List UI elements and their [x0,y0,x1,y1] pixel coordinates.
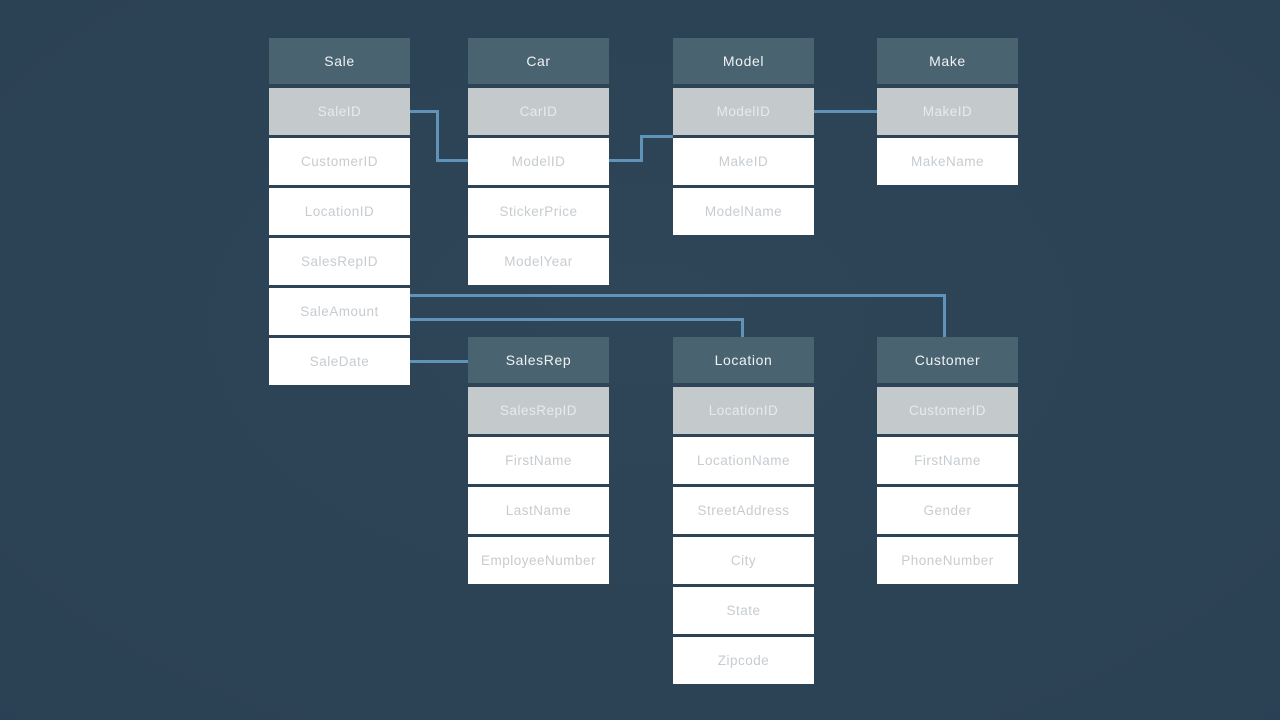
table-car-field-modelyear: ModelYear [468,238,609,285]
table-car-field-modelid: ModelID [468,138,609,185]
table-location-field-city: City [673,537,814,584]
table-customer-field-gender: Gender [877,487,1018,534]
table-customer: Customer CustomerID FirstName Gender Pho… [877,337,1018,587]
table-car-title: Car [468,38,609,84]
table-sale-pk-field: SaleID [269,88,410,135]
table-customer-field-phonenumber: PhoneNumber [877,537,1018,584]
table-customer-field-firstname: FirstName [877,437,1018,484]
line-segment [410,110,439,113]
line-segment [640,135,673,138]
table-make-pk-field: MakeID [877,88,1018,135]
line-segment [741,318,744,340]
table-make-title: Make [877,38,1018,84]
table-model-title: Model [673,38,814,84]
line-segment [640,135,643,162]
table-location-field-streetaddress: StreetAddress [673,487,814,534]
table-salesrep-field-lastname: LastName [468,487,609,534]
table-salesrep-title: SalesRep [468,337,609,383]
line-segment [410,294,946,297]
line-segment [410,360,468,363]
table-location-field-zipcode: Zipcode [673,637,814,684]
table-sale-field-customerid: CustomerID [269,138,410,185]
table-customer-pk-field: CustomerID [877,387,1018,434]
table-customer-title: Customer [877,337,1018,383]
table-location-pk-field: LocationID [673,387,814,434]
table-make-field-makename: MakeName [877,138,1018,185]
line-segment [943,294,946,340]
table-sale-field-saleamount: SaleAmount [269,288,410,335]
table-location-field-state: State [673,587,814,634]
line-segment [436,110,439,162]
table-model-pk-field: ModelID [673,88,814,135]
table-salesrep-field-employeenumber: EmployeeNumber [468,537,609,584]
table-salesrep-pk-field: SalesRepID [468,387,609,434]
table-salesrep: SalesRep SalesRepID FirstName LastName E… [468,337,609,587]
table-sale-field-locationid: LocationID [269,188,410,235]
table-model: Model ModelID MakeID ModelName [673,38,814,238]
table-car-field-stickerprice: StickerPrice [468,188,609,235]
table-model-field-makeid: MakeID [673,138,814,185]
table-sale-field-salesrepid: SalesRepID [269,238,410,285]
line-segment [410,318,744,321]
table-model-field-modelname: ModelName [673,188,814,235]
line-segment [436,159,468,162]
table-location-title: Location [673,337,814,383]
table-sale: Sale SaleID CustomerID LocationID SalesR… [269,38,410,388]
table-car-pk-field: CarID [468,88,609,135]
table-sale-title: Sale [269,38,410,84]
line-segment [609,159,643,162]
table-car: Car CarID ModelID StickerPrice ModelYear [468,38,609,288]
table-make: Make MakeID MakeName [877,38,1018,188]
table-location: Location LocationID LocationName StreetA… [673,337,814,687]
line-segment [814,110,877,113]
table-location-field-locationname: LocationName [673,437,814,484]
table-salesrep-field-firstname: FirstName [468,437,609,484]
table-sale-field-saledate: SaleDate [269,338,410,385]
